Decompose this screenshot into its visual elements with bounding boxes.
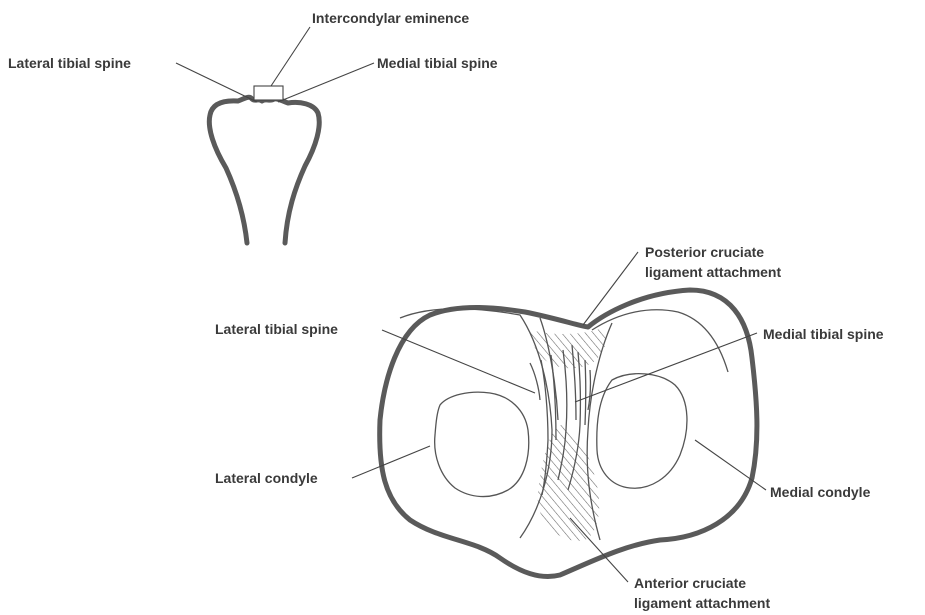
medial-condyle-surface (597, 374, 687, 489)
label-lateral-condyle: Lateral condyle (215, 469, 318, 487)
intercondylar-eminence-box (254, 86, 283, 100)
tibia-front-view (176, 27, 374, 243)
label-intercondylar-eminence: Intercondylar eminence (312, 9, 469, 27)
label-posterior-cruciate-line2: ligament attachment (645, 263, 781, 281)
label-anterior-cruciate-line1: Anterior cruciate (634, 574, 746, 592)
label-lateral-tibial-spine-bottom: Lateral tibial spine (215, 320, 338, 338)
lateral-condyle-surface (435, 392, 529, 496)
label-medial-tibial-spine-top: Medial tibial spine (377, 54, 498, 72)
label-medial-tibial-spine-bottom: Medial tibial spine (763, 325, 884, 343)
label-lateral-tibial-spine-top: Lateral tibial spine (8, 54, 131, 72)
acl-attachment-hatch (538, 425, 599, 541)
label-anterior-cruciate-line2: ligament attachment (634, 594, 770, 612)
tibial-plateau-view (352, 252, 766, 582)
label-medial-condyle: Medial condyle (770, 483, 870, 501)
label-posterior-cruciate-line1: Posterior cruciate (645, 243, 764, 261)
